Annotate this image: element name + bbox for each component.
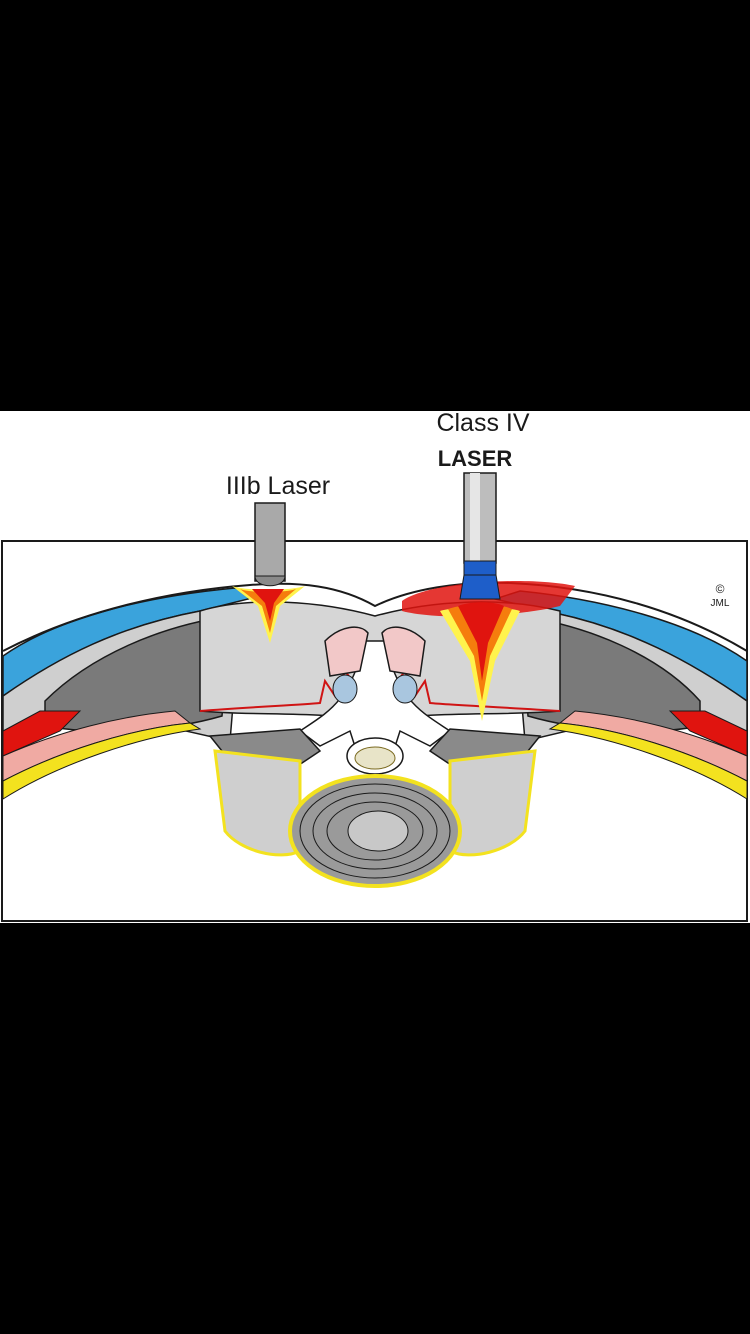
- class-iv-laser-probe: [402, 472, 575, 721]
- right-tissue-layers: [492, 590, 748, 800]
- vertebra: [208, 640, 542, 888]
- skin-surface: [2, 581, 748, 652]
- spine-cross-section-illustration: IIIb Laser Class IV LASER © JML: [1, 411, 748, 922]
- left-tissue-layers: [2, 587, 263, 800]
- artist-signature: JML: [711, 598, 730, 609]
- class-iv-label-line1: Class IV: [436, 411, 529, 437]
- copyright-mark: ©: [716, 582, 725, 596]
- facet-joints: [324, 626, 426, 704]
- laser-diagram-image[interactable]: IIIb Laser Class IV LASER © JML: [0, 411, 750, 923]
- class-iv-label-line2: LASER: [438, 446, 513, 471]
- iiib-laser-probe: [232, 502, 305, 643]
- iiib-laser-label: IIIb Laser: [226, 472, 330, 500]
